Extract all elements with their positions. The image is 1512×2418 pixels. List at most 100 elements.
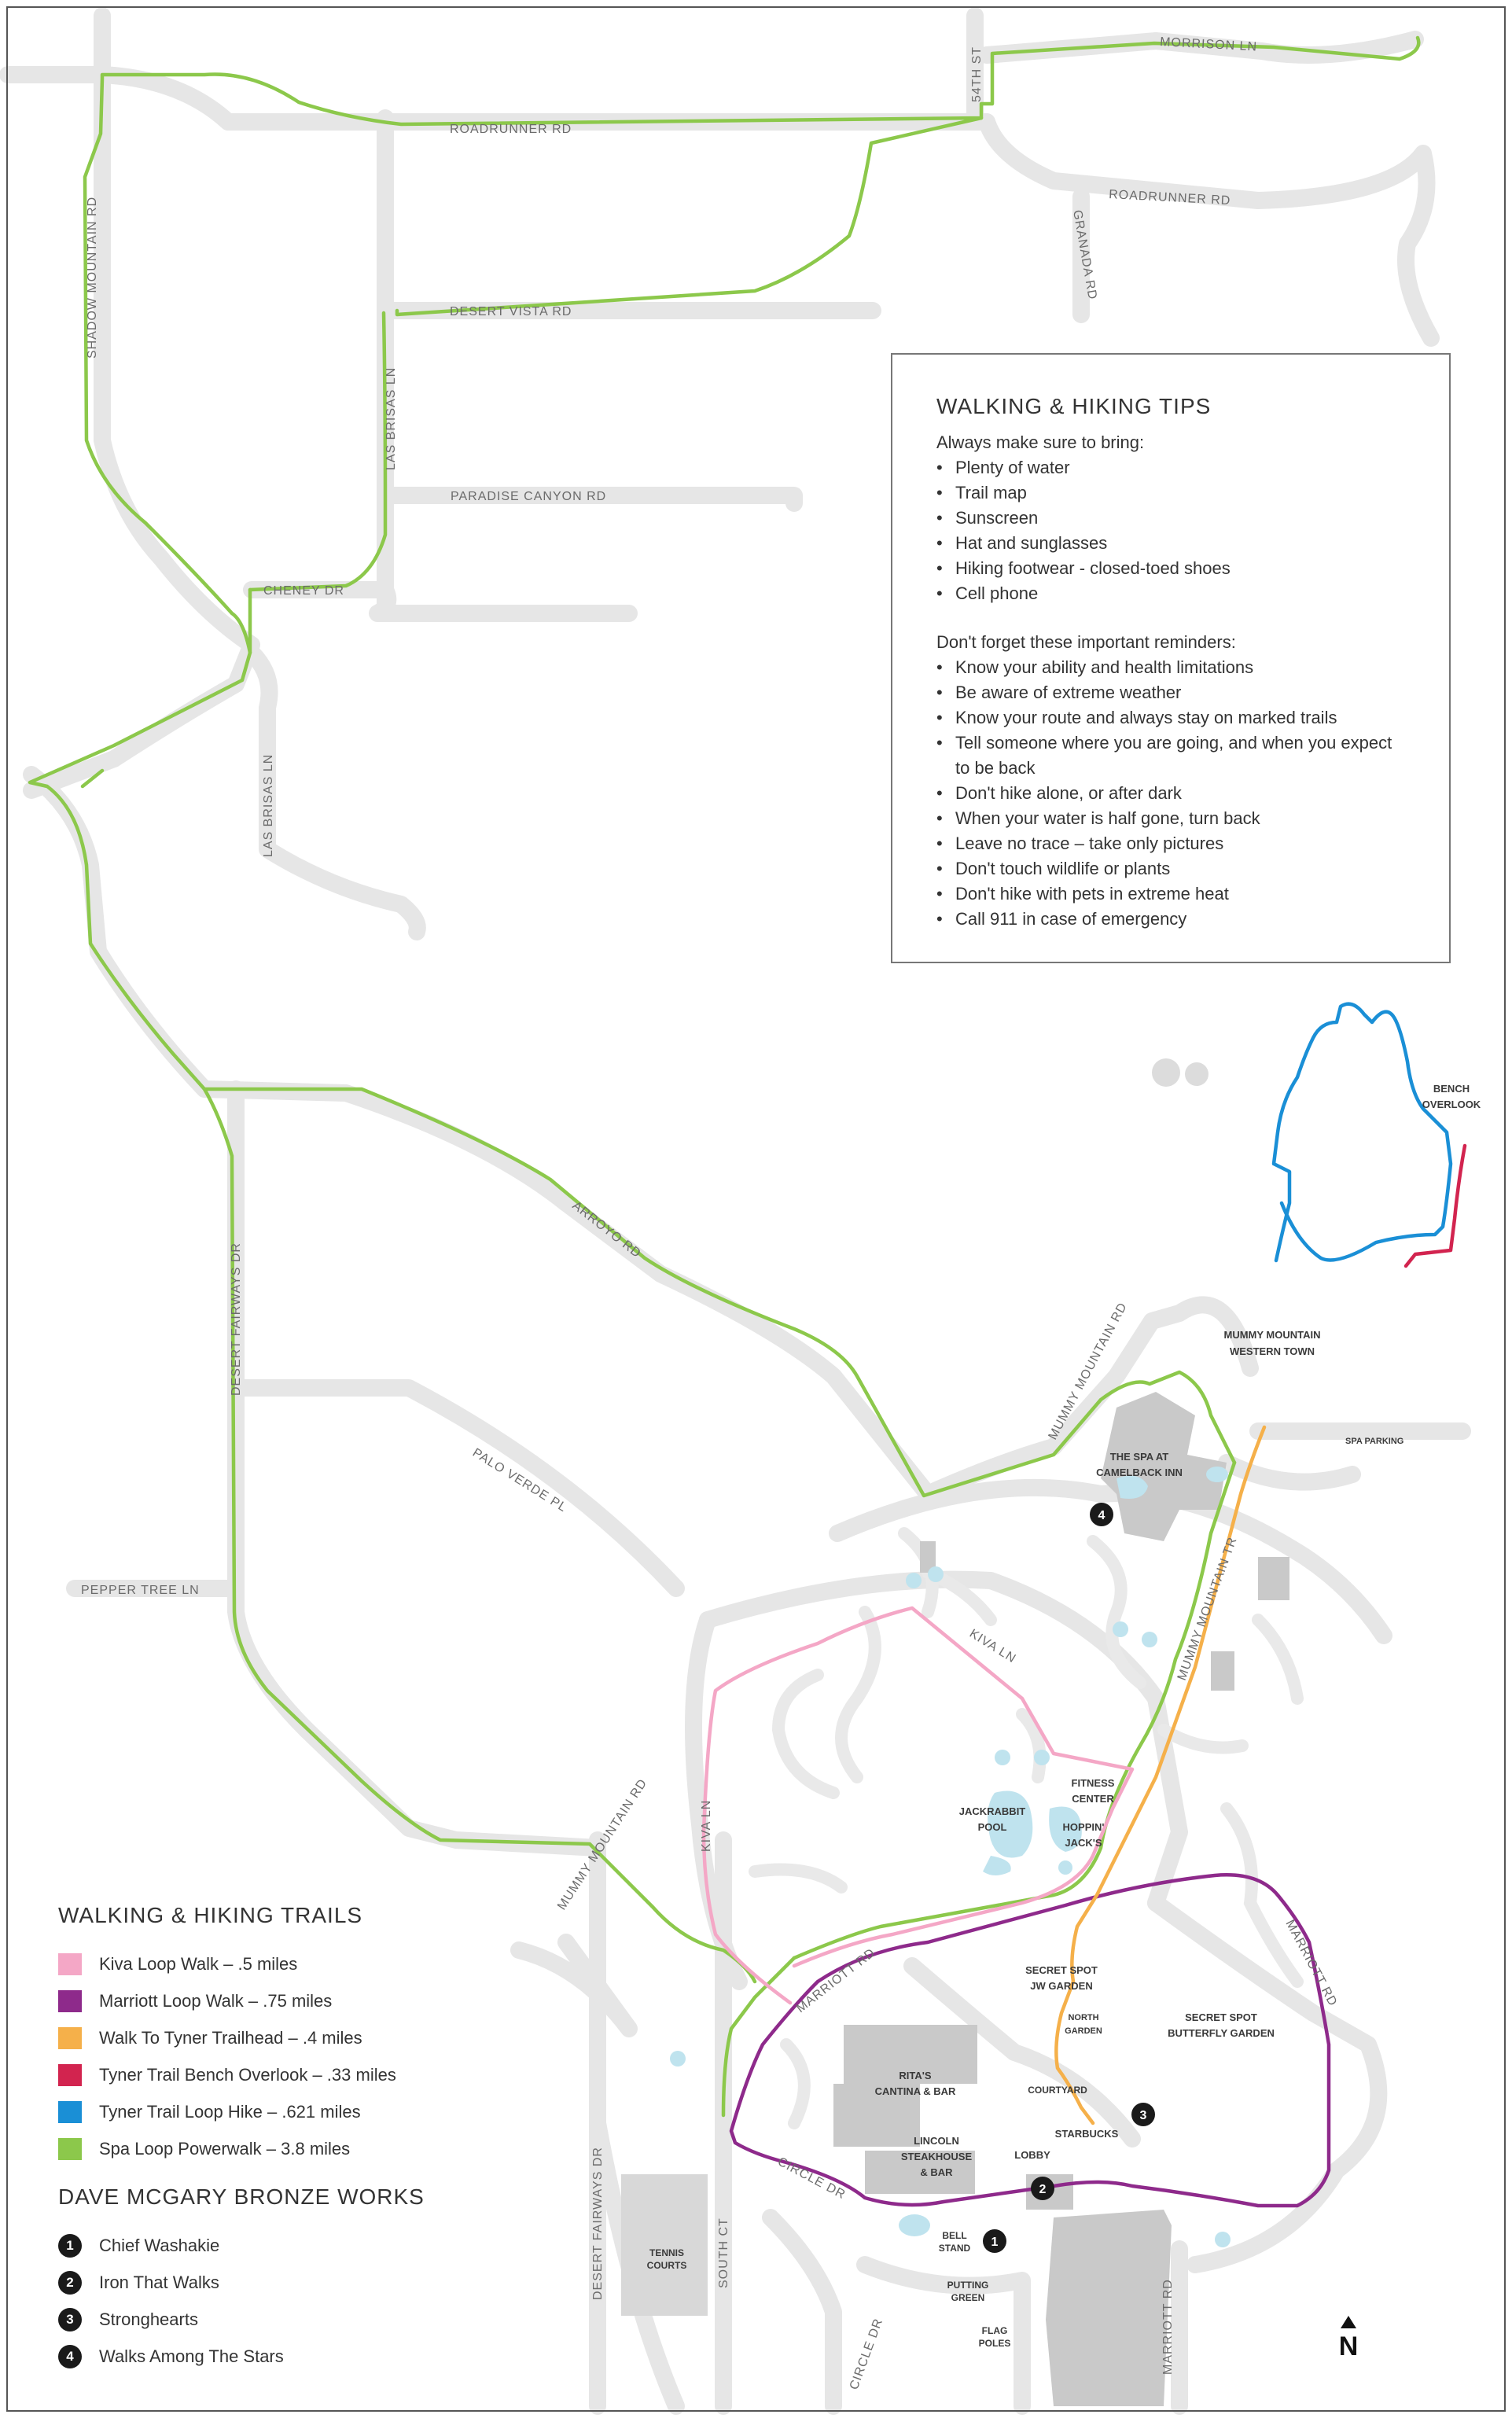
marker-4: 4 [1090,1503,1113,1526]
tips-reminder-item: Know your route and always stay on marke… [936,705,1449,731]
tyner-loop-swatch [58,2100,82,2123]
tips-bring-item: Trail map [936,480,1449,506]
svg-text:2: 2 [1039,2183,1047,2196]
street-morrison-ln: MORRISON LN [1160,35,1258,53]
legend-trails-title: WALKING & HIKING TRAILS [58,1903,363,1927]
tyner-trailhead-trail [1054,1425,1267,2125]
tyner-loop-trail [1271,1002,1453,1263]
street-las-brisas-ln-n: LAS BRISAS LN [384,367,398,470]
bronze-number-badge: 2 [58,2270,82,2295]
kiva-swatch [58,1952,82,1975]
street-desert-fairways-dr-n: DESERT FAIRWAYS DR [230,1242,243,1396]
label-ritas-1: RITA'S [899,2070,931,2081]
label-north-garden-1: NORTH [1068,2013,1098,2022]
label-bell-2: STAND [939,2243,971,2254]
legend-trail-tyner-loop: Tyner Trail Loop Hike – .621 miles [58,2093,530,2130]
label-tennis-1: TENNIS [649,2247,684,2258]
spa-loop-trail [28,35,1421,2118]
label-secret-jw-1: SECRET SPOT [1025,1964,1098,1976]
street-circle-dr-n: CIRCLE DR [775,2155,848,2203]
label-secret-bf-2: BUTTERFLY GARDEN [1168,2027,1275,2039]
tips-reminder-item: Know your ability and health limitations [936,655,1449,680]
street-54th-st: 54TH ST [970,46,984,102]
bronze-number-badge: 3 [58,2307,82,2332]
label-starbucks: STARBUCKS [1055,2128,1119,2140]
tips-reminder-item: Be aware of extreme weather [936,680,1449,705]
street-shadow-mountain-rd: SHADOW MOUNTAIN RD [86,197,99,359]
street-pepper-tree-ln: PEPPER TREE LN [81,1584,200,1597]
label-bench-overlook-1: BENCH [1433,1083,1470,1095]
street-roadrunner-rd-w: ROADRUNNER RD [450,123,572,136]
legend-trail-label: Tyner Trail Bench Overlook – .33 miles [99,2064,396,2085]
walking-hiking-tips-panel: WALKING & HIKING TIPS Always make sure t… [891,353,1451,963]
north-label: N [1338,2332,1359,2361]
legend-bronze-title: DAVE MCGARY BRONZE WORKS [58,2184,425,2209]
tips-bring-item: Hat and sunglasses [936,531,1449,556]
label-spa-parking: SPA PARKING [1345,1437,1403,1446]
street-circle-dr-s: CIRCLE DR [848,2317,886,2391]
legend-bronze-1: 1 Chief Washakie [58,2227,530,2264]
legend-bronze-label: Stronghearts [99,2309,198,2329]
street-kiva-ln-w: KIVA LN [700,1800,713,1852]
street-desert-fairways-dr-s: DESERT FAIRWAYS DR [591,2147,605,2300]
tips-reminder-list: Know your ability and health limitations… [936,655,1449,932]
label-mummy-western-2: WESTERN TOWN [1230,1345,1315,1357]
legend-bronze-label: Chief Washakie [99,2235,220,2255]
bronze-markers: 4 3 2 1 [983,1503,1155,2253]
tips-remind-intro: Don't forget these important reminders: [936,632,1236,652]
tips-bring-item: Plenty of water [936,455,1449,480]
label-fitness-2: CENTER [1072,1793,1114,1805]
spa-loop-swatch [58,2137,82,2160]
north-arrow-icon [1341,2316,1356,2328]
legend-trail-label: Tyner Trail Loop Hike – .621 miles [99,2101,361,2122]
label-hoppin-1: HOPPIN' [1063,1821,1105,1833]
water-features [670,1467,1231,2247]
label-spa-1: THE SPA AT [1110,1451,1168,1463]
bronze-number-badge: 4 [58,2344,82,2368]
label-lincoln-3: & BAR [920,2166,953,2178]
label-secret-jw-2: JW GARDEN [1030,1980,1092,1992]
label-jackrabbit-1: JACKRABBIT [959,1805,1026,1817]
label-bell-1: BELL [942,2230,966,2241]
legend-bronze-4: 4 Walks Among The Stars [58,2338,530,2375]
svg-text:3: 3 [1140,2109,1147,2122]
marker-1: 1 [983,2229,1006,2253]
legend-trail-marriott: Marriott Loop Walk – .75 miles [58,1982,530,2019]
label-lincoln-1: LINCOLN [914,2135,959,2147]
street-desert-vista-rd: DESERT VISTA RD [450,305,572,318]
tips-reminder-item: Don't touch wildlife or plants [936,856,1449,881]
label-mummy-western-1: MUMMY MOUNTAIN [1223,1329,1320,1341]
legend-bronze-2: 2 Iron That Walks [58,2264,530,2301]
label-hoppin-2: JACK'S [1065,1837,1102,1849]
street-paradise-canyon-rd: PARADISE CANYON RD [451,490,606,503]
marker-2: 2 [1031,2177,1054,2200]
legend-trail-label: Spa Loop Powerwalk – 3.8 miles [99,2138,351,2159]
buildings [621,1392,1289,2406]
legend-bronze-3: 3 Stronghearts [58,2301,530,2338]
marriott-swatch [58,1989,82,2012]
place-labels: BENCH OVERLOOK MUMMY MOUNTAIN WESTERN TO… [647,1083,1481,2349]
label-flag-2: POLES [979,2338,1011,2349]
marker-3: 3 [1131,2103,1155,2126]
map-legend: WALKING & HIKING TRAILS Kiva Loop Walk –… [58,1903,530,2375]
tips-reminder-item: When your water is half gone, turn back [936,806,1449,831]
label-flag-1: FLAG [982,2325,1008,2336]
tyner-trailhead-swatch [58,2026,82,2049]
legend-trail-label: Marriott Loop Walk – .75 miles [99,1990,333,2011]
street-arroyo-rd: ARROYO RD [570,1199,644,1261]
svg-text:1: 1 [991,2236,999,2249]
tips-bring-intro: Always make sure to bring: [936,432,1145,452]
label-putting-1: PUTTING [947,2280,989,2291]
tips-reminder-item: Call 911 in case of emergency [936,907,1449,932]
legend-bronze-label: Walks Among The Stars [99,2346,284,2366]
legend-trail-label: Walk To Tyner Trailhead – .4 miles [99,2027,362,2048]
label-fitness-1: FITNESS [1072,1777,1115,1789]
label-courtyard: COURTYARD [1028,2085,1087,2096]
legend-trail-tyner-trailhead: Walk To Tyner Trailhead – .4 miles [58,2019,530,2056]
tips-bring-item: Hiking footwear - closed-toed shoes [936,556,1449,581]
tips-reminder-item: Don't hike alone, or after dark [936,781,1449,806]
legend-trail-kiva: Kiva Loop Walk – .5 miles [58,1945,530,1982]
bronze-number-badge: 1 [58,2233,82,2258]
legend-bronze-label: Iron That Walks [99,2272,219,2292]
tips-bring-list: Plenty of water Trail map Sunscreen Hat … [936,455,1449,606]
